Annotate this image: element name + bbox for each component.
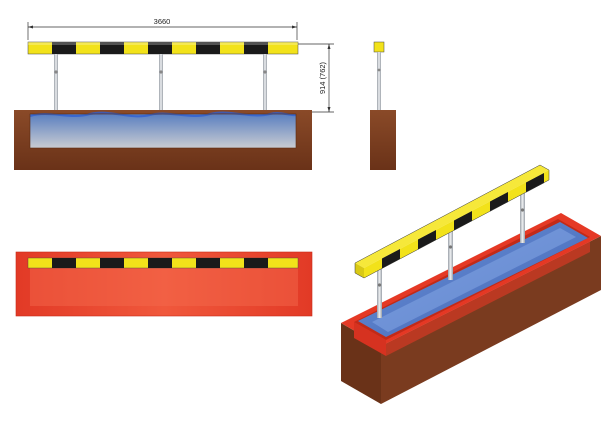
front-posts xyxy=(54,54,267,112)
iso-soil-front-face xyxy=(381,236,601,404)
iso-posts xyxy=(377,193,525,318)
side-elevation-view xyxy=(370,41,396,170)
front-elevation-view: 3660 914 (762) xyxy=(14,17,334,170)
height-dimension-label: 914 (762) xyxy=(318,61,327,94)
front-trough xyxy=(14,110,312,170)
iso-striped-rail xyxy=(354,164,550,279)
side-trough xyxy=(370,110,396,170)
side-rail-end xyxy=(373,41,385,53)
width-dimension: 3660 xyxy=(27,17,298,40)
side-post xyxy=(377,52,381,110)
isometric-view xyxy=(341,164,601,404)
top-plan-view xyxy=(15,251,313,317)
iso-water xyxy=(358,222,588,337)
top-striped-rail xyxy=(27,257,299,269)
front-striped-rail xyxy=(27,41,299,55)
height-dimension: 914 (762) xyxy=(298,43,334,113)
width-dimension-label: 3660 xyxy=(154,17,171,26)
